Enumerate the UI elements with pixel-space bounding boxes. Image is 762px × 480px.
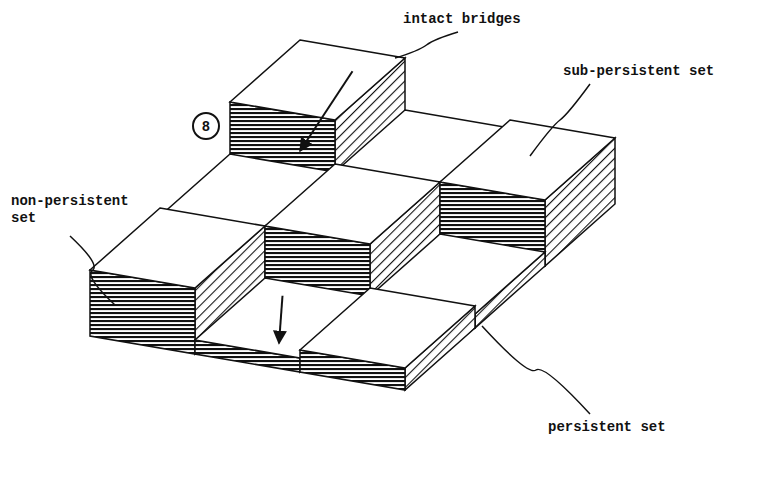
set-label: sub-persistent set <box>560 62 717 81</box>
block-top <box>440 120 615 200</box>
set-label: persistent set <box>545 418 669 437</box>
callout-circle: 8 <box>192 112 220 140</box>
leader-line <box>70 236 115 305</box>
set-label: non-persistent set <box>8 192 136 228</box>
movement-arrow <box>279 296 283 344</box>
leader-line <box>530 84 590 156</box>
block-top <box>300 288 475 368</box>
set-label: intact bridges <box>400 10 524 29</box>
block-top <box>265 164 440 244</box>
movement-arrow <box>300 71 353 151</box>
leader-line <box>482 326 590 414</box>
callout-number: 8 <box>202 118 210 134</box>
block-top <box>230 40 405 120</box>
rock-block <box>300 288 475 390</box>
leader-line <box>395 32 458 58</box>
